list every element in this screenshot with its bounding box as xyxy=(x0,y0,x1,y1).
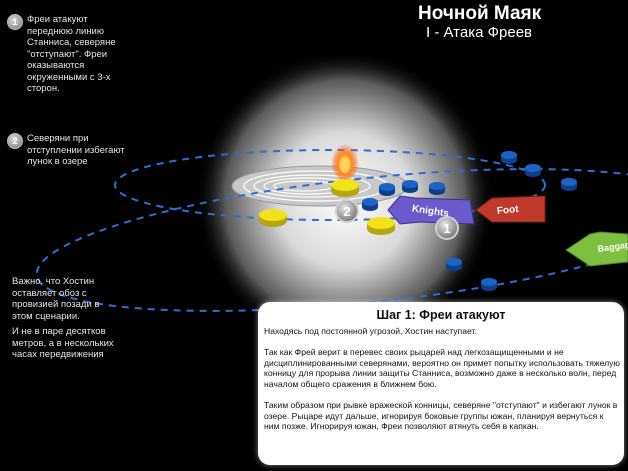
page-subtitle: I - Атака Фреев xyxy=(426,24,533,41)
foot-label: Foot xyxy=(496,204,519,217)
note-2-text: Северяни при отступлении избегают лунок … xyxy=(27,133,125,167)
marker-1: 1 xyxy=(435,216,459,240)
knights-arrow: Knights xyxy=(387,195,475,225)
step-panel-p2: Так как Фрей верит в перевес своих рыцар… xyxy=(264,347,620,389)
note-2-badge: 2 xyxy=(7,133,23,149)
marker-2: 2 xyxy=(335,199,359,223)
svg-text:1: 1 xyxy=(443,221,450,236)
lake-outline-inner xyxy=(114,149,546,221)
step-panel-p1: Находясь под постоянной угрозой, Хостин … xyxy=(264,326,477,336)
north-units xyxy=(362,151,577,291)
step-panel-p3: Таким образом при рывке вражеской конниц… xyxy=(264,400,618,432)
foot-arrow: Foot xyxy=(475,195,546,223)
note-1-text: Фреи атакуют переднюю линию Станниса, се… xyxy=(27,14,116,94)
step-panel: Шаг 1: Фреи атакуют Находясь под постоян… xyxy=(258,302,624,465)
side-note-2: И не в паре десятков метров, а в несколь… xyxy=(12,326,114,360)
knights-label: Knights xyxy=(411,203,450,219)
note-1-badge: 1 xyxy=(7,14,23,30)
svg-text:2: 2 xyxy=(343,204,350,219)
yellow-units xyxy=(259,179,395,235)
page-title: Ночной Маяк xyxy=(418,3,542,24)
fire-core xyxy=(340,157,350,173)
step-panel-title: Шаг 1: Фреи атакуют xyxy=(376,308,506,322)
side-note-1: Важно, что Хостин оставляет обоз с прови… xyxy=(12,276,100,322)
baggage-train-arrow: Baggage Train xyxy=(565,231,628,267)
